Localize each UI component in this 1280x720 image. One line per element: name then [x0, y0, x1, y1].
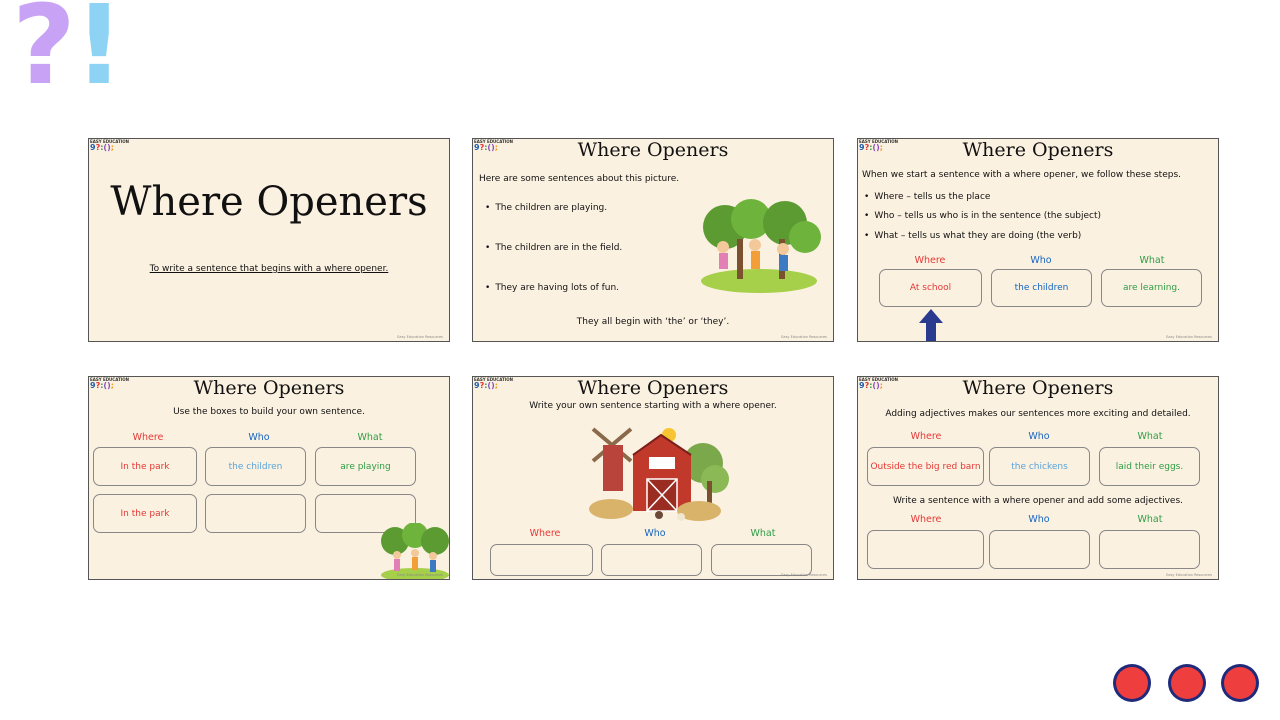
footnote: Easy Education Resources	[397, 335, 443, 339]
slide-title: Where Openers	[577, 377, 729, 399]
who-box	[205, 494, 306, 533]
slide-title: Where Openers	[193, 377, 345, 399]
slide-intro: Adding adjectives makes our sentences mo…	[885, 409, 1191, 419]
who-label: Who	[1028, 514, 1050, 525]
who-label: Who	[644, 528, 666, 539]
brand-logo: EASY EDUCATION 9?:();	[474, 139, 513, 152]
bullet-item: Where – tells us the place	[864, 192, 990, 202]
slide-thumbnail-3[interactable]: EASY EDUCATION 9?:(); Where Openers When…	[857, 138, 1219, 342]
where-box: Outside the big red barn	[867, 447, 984, 486]
who-box	[601, 544, 702, 576]
slide-thumbnail-2[interactable]: EASY EDUCATION 9?:(); Where Openers Here…	[472, 138, 834, 342]
brand-logo: EASY EDUCATION 9?:();	[859, 139, 898, 152]
decorative-dot-icon	[1168, 664, 1206, 702]
where-box: In the park	[93, 494, 197, 533]
what-label: What	[1137, 431, 1163, 442]
footnote: Easy Education Resources	[1166, 573, 1212, 577]
decorative-dot-icon	[1113, 664, 1151, 702]
slide-intro: Here are some sentences about this pictu…	[479, 174, 680, 184]
what-label: What	[357, 432, 383, 443]
who-box	[989, 530, 1090, 569]
bullet-item: They are having lots of fun.	[485, 283, 619, 293]
where-box: In the park	[93, 447, 197, 486]
exclamation-mark-icon: !	[74, 0, 125, 109]
learning-objective: To write a sentence that begins with a w…	[149, 264, 389, 274]
slide-footer-text: They all begin with ‘the’ or ‘they’.	[576, 317, 730, 327]
bullet-item: The children are in the field.	[485, 243, 622, 253]
who-box: the children	[991, 269, 1092, 307]
what-box	[711, 544, 812, 576]
bullet-item: What – tells us what they are doing (the…	[864, 231, 1081, 241]
arrow-up-icon	[919, 309, 943, 341]
who-label: Who	[248, 432, 270, 443]
who-label: Who	[1028, 431, 1050, 442]
slide-title: Where Openers	[962, 139, 1114, 161]
slide-title: Where Openers	[962, 377, 1114, 399]
where-box: At school	[879, 269, 982, 307]
what-label: What	[1137, 514, 1163, 525]
where-label: Where	[914, 255, 946, 266]
footnote: Easy Education Resources	[781, 335, 827, 339]
slide-title: Where Openers	[110, 179, 428, 225]
question-mark-icon: ?	[12, 0, 76, 109]
what-label: What	[750, 528, 776, 539]
where-label: Where	[910, 431, 942, 442]
bullet-item: The children are playing.	[485, 203, 607, 213]
brand-logo: EASY EDUCATION 9?:();	[859, 377, 898, 390]
children-playing-illustration	[701, 199, 821, 293]
children-playing-illustration	[381, 523, 449, 579]
slide-intro: Use the boxes to build your own sentence…	[173, 407, 365, 417]
where-label: Where	[910, 514, 942, 525]
where-box	[490, 544, 593, 576]
slide-title: Where Openers	[577, 139, 729, 161]
slide-intro: When we start a sentence with a where op…	[862, 170, 1181, 180]
what-box	[315, 494, 416, 533]
who-box: the children	[205, 447, 306, 486]
slide-thumbnail-4[interactable]: EASY EDUCATION 9?:(); Where Openers Use …	[88, 376, 450, 580]
footnote: Easy Education Resources	[1166, 335, 1212, 339]
question-exclamation-logo: ? !	[12, 0, 124, 108]
who-box: the chickens	[989, 447, 1090, 486]
footnote: Easy Education Resources	[397, 573, 443, 577]
where-label: Where	[529, 528, 561, 539]
who-label: Who	[1030, 255, 1052, 266]
brand-logo: EASY EDUCATION 9?:();	[474, 377, 513, 390]
where-label: Where	[132, 432, 164, 443]
what-box: are learning.	[1101, 269, 1202, 307]
what-box: are playing	[315, 447, 416, 486]
what-box: laid their eggs.	[1099, 447, 1200, 486]
brand-logo: EASY EDUCATION 9?:();	[90, 377, 129, 390]
slide-thumbnail-6[interactable]: EASY EDUCATION 9?:(); Where Openers Addi…	[857, 376, 1219, 580]
decorative-dot-icon	[1221, 664, 1259, 702]
slide-intro: Write your own sentence starting with a …	[529, 401, 777, 411]
slide-thumbnail-5[interactable]: EASY EDUCATION 9?:(); Where Openers Writ…	[472, 376, 834, 580]
what-box	[1099, 530, 1200, 569]
where-box	[867, 530, 984, 569]
farm-barn-illustration	[589, 427, 729, 521]
what-label: What	[1139, 255, 1165, 266]
slide-thumbnail-1[interactable]: EASY EDUCATION 9?:(); Where Openers To w…	[88, 138, 450, 342]
footnote: Easy Education Resources	[781, 573, 827, 577]
bullet-item: Who – tells us who is in the sentence (t…	[864, 211, 1101, 221]
brand-logo: EASY EDUCATION 9?:();	[90, 139, 129, 152]
slide-prompt: Write a sentence with a where opener and…	[892, 496, 1184, 506]
